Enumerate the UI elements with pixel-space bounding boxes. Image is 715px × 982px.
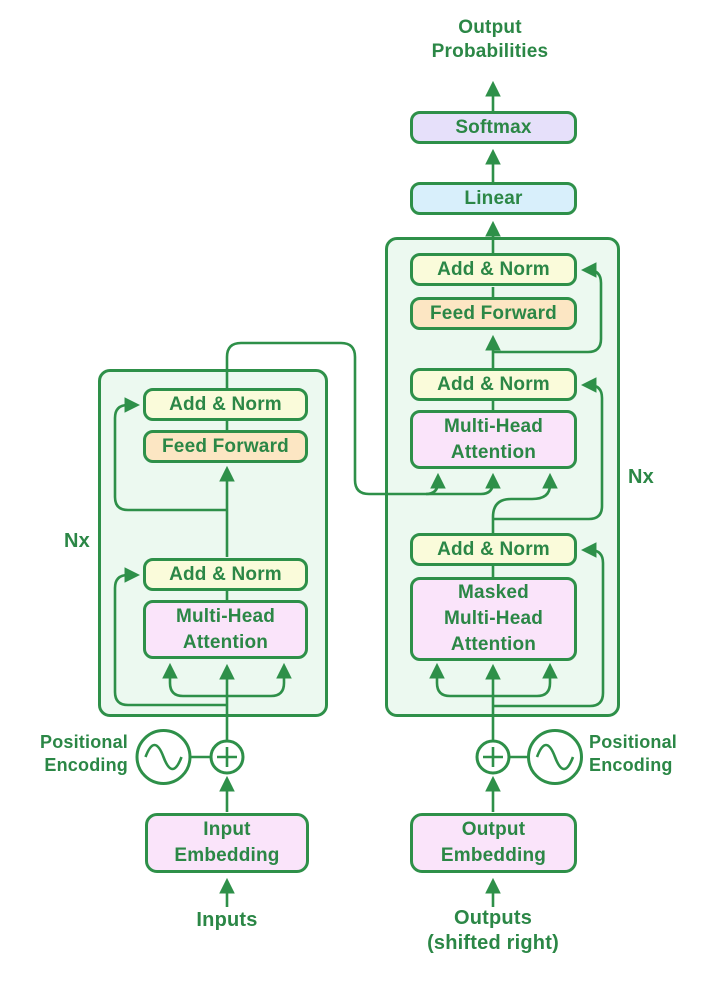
decoder-add-norm-middle-box: Add & Norm bbox=[410, 368, 577, 401]
decoder-add-norm-top-box: Add & Norm bbox=[410, 253, 577, 286]
sine-wave-path bbox=[144, 743, 183, 771]
decoder-nx-label: Nx bbox=[628, 466, 654, 488]
encoder-add-norm-bottom-box: Add & Norm bbox=[143, 558, 308, 591]
wire-residual-middle bbox=[493, 377, 604, 521]
plus-sign bbox=[217, 747, 237, 767]
output-probabilities-label: Output Probabilities bbox=[431, 17, 549, 62]
wire-query-curve bbox=[491, 472, 558, 533]
encoder-add-norm-top-box: Add & Norm bbox=[143, 388, 308, 421]
inputs-label: Inputs bbox=[196, 909, 258, 931]
sine-wave-path bbox=[535, 743, 575, 771]
masked-multi-head-attention-box: Masked Multi-Head Attention bbox=[410, 577, 577, 661]
decoder-wires bbox=[429, 80, 605, 907]
wire-masked-attn-qkv-split bbox=[429, 662, 558, 698]
input-embedding-box: Input Embedding bbox=[145, 813, 309, 873]
wire-residual-lower bbox=[113, 567, 227, 707]
linear-box: Linear bbox=[410, 182, 577, 215]
positional-encoding-left-symbol bbox=[135, 729, 245, 785]
wire-encoder-output-branch bbox=[425, 472, 446, 496]
encoder-block bbox=[98, 369, 328, 717]
output-embedding-box: Output Embedding bbox=[410, 813, 577, 873]
decoder-multi-head-attention-box: Multi-Head Attention bbox=[410, 410, 577, 469]
plus-sign bbox=[483, 747, 503, 767]
encoder-nx-label: Nx bbox=[64, 530, 90, 552]
decoder-feed-forward-box: Feed Forward bbox=[410, 297, 577, 330]
softmax-box: Softmax bbox=[410, 111, 577, 144]
encoder-feed-forward-box: Feed Forward bbox=[143, 430, 308, 463]
wire-residual-ff bbox=[493, 262, 603, 354]
wire-encoder-output-to-decoder bbox=[225, 341, 501, 496]
positional-encoding-right-label: Positional Encoding bbox=[589, 732, 678, 775]
outputs-label: Outputs (shifted right) bbox=[427, 907, 559, 954]
positional-encoding-left-label: Positional Encoding bbox=[39, 732, 128, 775]
encoder-wires bbox=[113, 341, 501, 907]
positional-encoding-right-symbol bbox=[475, 729, 583, 785]
decoder-add-norm-bottom-box: Add & Norm bbox=[410, 533, 577, 566]
encoder-multi-head-attention-box: Multi-Head Attention bbox=[143, 600, 308, 659]
wire-residual-masked bbox=[493, 542, 605, 708]
wire-residual-upper bbox=[113, 397, 227, 512]
wire-attn-qkv-split bbox=[162, 662, 292, 698]
